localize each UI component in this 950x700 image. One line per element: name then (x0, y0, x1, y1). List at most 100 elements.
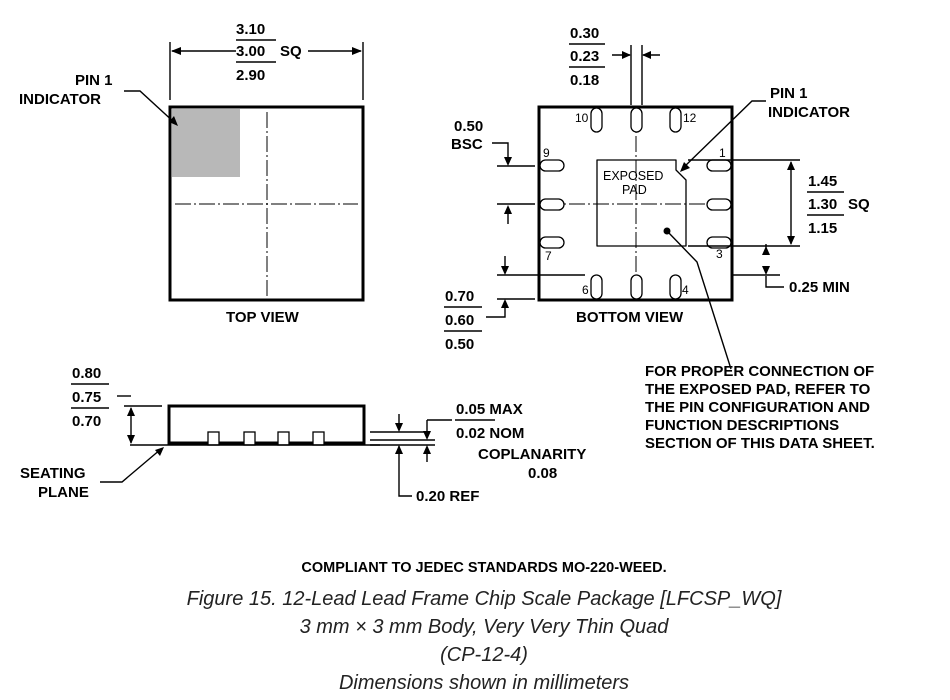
seating-plane-label-line2: PLANE (38, 484, 89, 501)
pin-1 (706, 159, 732, 172)
note-line-4: FUNCTION DESCRIPTIONS (645, 417, 839, 434)
height-max: 0.80 (72, 365, 101, 382)
standoff-max: 0.05 MAX (456, 401, 523, 418)
pad-size-sq: SQ (848, 196, 870, 213)
top-width-nom: 3.00 (236, 43, 265, 60)
top-width-arrow-right (352, 47, 362, 55)
pitch-leader (492, 142, 509, 162)
figure-caption-line4: Dimensions shown in millimeters (339, 672, 629, 694)
bottom-pin1-label-line1: PIN 1 (770, 85, 808, 102)
min-gap-arrow-bottom (762, 266, 770, 275)
bottom-pin1-leader-arrow (680, 162, 690, 172)
side-lead-3 (277, 431, 290, 446)
pin-6 (590, 274, 603, 300)
pin-2 (706, 198, 732, 211)
coplanarity-arrow-top (423, 431, 431, 440)
lead-width-max: 0.30 (570, 25, 599, 42)
top-view-body (168, 105, 365, 302)
bottom-view: EXPOSED PAD 1 3 4 6 7 9 10 12 0.30 0.23 (444, 25, 870, 370)
top-width-max: 3.10 (236, 21, 265, 38)
lead-width-arrow-right (642, 51, 651, 59)
pin-7 (539, 236, 565, 249)
pin-number-6: 6 (582, 283, 589, 297)
pin-number-7: 7 (545, 249, 552, 263)
pin-12 (669, 107, 682, 133)
pitch-arrow-bottom (504, 205, 512, 214)
side-view: 0.80 0.75 0.70 SEATING PLANE 0.20 REF 0.… (20, 365, 586, 505)
lead-length-min: 0.50 (445, 336, 474, 353)
side-lead-2 (243, 431, 256, 446)
coplanarity-value: 0.08 (528, 465, 557, 482)
top-view-label: TOP VIEW (226, 309, 300, 326)
note-line-3: THE PIN CONFIGURATION AND (645, 399, 870, 416)
pin-10 (590, 107, 603, 133)
exposed-pad-label-line2: PAD (622, 183, 647, 197)
ref-thickness-label: 0.20 REF (416, 488, 479, 505)
pin-11 (630, 107, 643, 133)
standoff-arrow-top (395, 423, 403, 432)
pad-size-arrow-top (787, 161, 795, 170)
top-width-arrow-left (171, 47, 181, 55)
pin-number-4: 4 (682, 283, 689, 297)
standoff-ref-leader (398, 446, 412, 497)
pitch-arrow-top (504, 157, 512, 166)
note-line-1: FOR PROPER CONNECTION OF (645, 363, 874, 380)
figure-caption-line1: Figure 15. 12-Lead Lead Frame Chip Scale… (187, 588, 782, 610)
bottom-view-label: BOTTOM VIEW (576, 309, 684, 326)
min-gap-leader (765, 276, 784, 288)
side-lead-4 (312, 431, 325, 446)
top-width-min: 2.90 (236, 67, 265, 84)
figure-footer: COMPLIANT TO JEDEC STANDARDS MO-220-WEED… (187, 560, 782, 694)
pin-5 (630, 274, 643, 300)
compliance-statement: COMPLIANT TO JEDEC STANDARDS MO-220-WEED… (301, 560, 666, 576)
min-gap-arrow-top (762, 246, 770, 255)
top-width-sq: SQ (280, 43, 302, 60)
top-pin1-label-line2: INDICATOR (19, 91, 101, 108)
height-nom: 0.75 (72, 389, 101, 406)
standoff-arrow-bottom (395, 445, 403, 454)
pad-size-arrow-bottom (787, 236, 795, 245)
lead-length-nom: 0.60 (445, 312, 474, 329)
bottom-pin1-leader (682, 100, 766, 169)
coplanarity-label: COPLANARITY (478, 446, 586, 463)
top-pin1-label-line1: PIN 1 (75, 72, 113, 89)
pin-4 (669, 274, 682, 300)
lead-width-nom: 0.23 (570, 48, 599, 65)
seating-plane-label-line1: SEATING (20, 465, 86, 482)
pin-number-3: 3 (716, 247, 723, 261)
lead-length-arrow-bottom (501, 299, 509, 308)
min-gap-label: 0.25 MIN (789, 279, 850, 296)
pitch-unit: BSC (451, 136, 483, 153)
lead-length-arrow-top (501, 266, 509, 275)
pin-9 (539, 159, 565, 172)
height-arrow-top (127, 407, 135, 416)
note-leader (666, 230, 732, 370)
pin-number-12: 12 (683, 111, 697, 125)
figure-caption-line2: 3 mm × 3 mm Body, Very Very Thin Quad (300, 616, 670, 638)
bottom-view-body (537, 105, 734, 302)
note-leader-dot (663, 227, 671, 235)
pin-8 (539, 198, 565, 211)
pad-size-max: 1.45 (808, 173, 837, 190)
side-view-body (167, 404, 366, 445)
seating-plane-leader-arrow (155, 447, 164, 456)
side-lead-1 (207, 431, 220, 446)
lead-length-leader (486, 301, 506, 318)
top-pin1-leader (124, 90, 177, 125)
note-line-5: SECTION OF THIS DATA SHEET. (645, 435, 875, 452)
lead-length-max: 0.70 (445, 288, 474, 305)
pad-size-nom: 1.30 (808, 196, 837, 213)
height-min: 0.70 (72, 413, 101, 430)
exposed-pad (596, 159, 687, 247)
pin-number-10: 10 (575, 111, 589, 125)
pin-number-9: 9 (543, 146, 550, 160)
exposed-pad-note: FOR PROPER CONNECTION OF THE EXPOSED PAD… (645, 363, 875, 452)
lead-width-min: 0.18 (570, 72, 599, 89)
pitch-value: 0.50 (454, 118, 483, 135)
top-view: 3.10 3.00 SQ 2.90 PIN 1 INDICATOR TOP VI… (19, 21, 365, 326)
seating-plane-leader (100, 448, 162, 483)
coplanarity-arrow-bottom (423, 445, 431, 454)
height-arrow-bottom (127, 435, 135, 444)
note-line-2: THE EXPOSED PAD, REFER TO (645, 381, 871, 398)
